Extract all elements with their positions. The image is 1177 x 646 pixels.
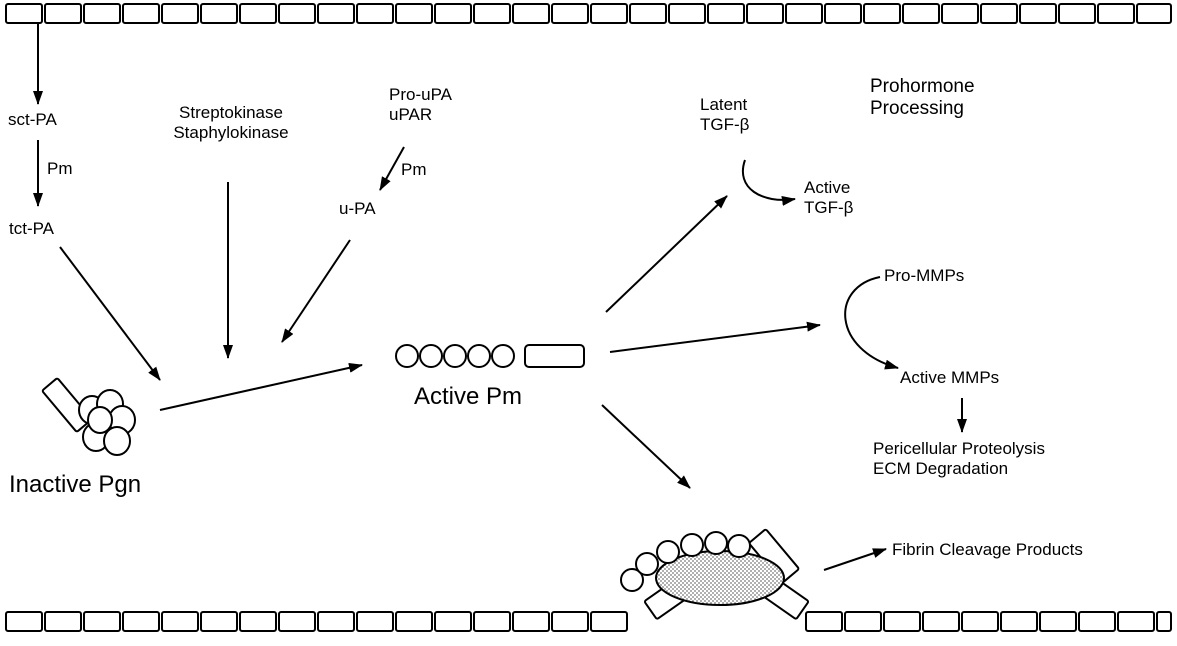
membrane-segment <box>318 4 354 23</box>
membrane-segment <box>396 4 432 23</box>
membrane-segment <box>1157 612 1171 631</box>
membrane-segment <box>435 4 471 23</box>
fibrin-products-label: Fibrin Cleavage Products <box>892 540 1083 560</box>
inactive-plasminogen-icon <box>42 378 135 455</box>
membrane-segment <box>357 612 393 631</box>
fibrin-clot-icon <box>621 529 809 619</box>
membrane-segment <box>1001 612 1037 631</box>
membrane-segment <box>864 4 900 23</box>
pro-mmps-label: Pro-MMPs <box>884 266 964 286</box>
membrane-segment <box>1118 612 1154 631</box>
active-pm-label: Active Pm <box>414 383 522 411</box>
membrane-segment <box>123 4 159 23</box>
membrane-segment <box>45 612 81 631</box>
membrane-segment <box>45 4 81 23</box>
membrane-segment <box>6 612 42 631</box>
membrane-segment <box>981 4 1017 23</box>
arrow-clot-to-fibrin-products <box>824 549 886 570</box>
staphylokinase-label: Staphylokinase <box>142 123 320 143</box>
membrane-segment <box>630 4 666 23</box>
membrane-segment <box>1098 4 1134 23</box>
u-pa-label: u-PA <box>339 199 376 219</box>
arrow-uPA-to-pgn <box>282 240 350 342</box>
membrane-segment <box>552 4 588 23</box>
proteolysis-label: Pericellular Proteolysis ECM Degradation <box>873 439 1045 478</box>
membrane-segment <box>786 4 822 23</box>
active-plasmin-icon <box>396 345 584 367</box>
membrane-segment <box>513 612 549 631</box>
latent-tgf-beta-text: TGF-β <box>700 115 749 135</box>
membrane-segment <box>884 612 920 631</box>
latent-tgf-label: Latent TGF-β <box>700 95 749 134</box>
latent-text: Latent <box>700 95 749 115</box>
pm-label-upa: Pm <box>401 160 427 180</box>
membrane-segment <box>903 4 939 23</box>
membrane-segment <box>845 612 881 631</box>
pro-upa-label: Pro-uPA uPAR <box>389 85 452 124</box>
membrane-segment <box>123 612 159 631</box>
membrane-segment <box>962 612 998 631</box>
active-text: Active <box>804 178 853 198</box>
prohormone-label: Prohormone Processing <box>870 76 975 120</box>
membrane-segment <box>825 4 861 23</box>
membrane-segment <box>240 612 276 631</box>
arrow-pro-to-active-mmps <box>845 277 898 368</box>
membrane-segment <box>396 612 432 631</box>
bottom-membrane-icon <box>6 612 1171 631</box>
membrane-segment <box>279 612 315 631</box>
membrane-segment <box>552 612 588 631</box>
arrow-tctpa-to-pgn <box>60 247 160 380</box>
pericellular-proteolysis-text: Pericellular Proteolysis <box>873 439 1045 459</box>
tct-pa-label: tct-PA <box>9 219 54 239</box>
inactive-pgn-label: Inactive Pgn <box>9 471 141 499</box>
membrane-segment <box>474 612 510 631</box>
upar-text: uPAR <box>389 105 452 125</box>
prohormone-text: Prohormone <box>870 76 975 98</box>
membrane-segment <box>708 4 744 23</box>
processing-text: Processing <box>870 98 975 120</box>
membrane-segment <box>1137 4 1171 23</box>
membrane-segment <box>435 612 471 631</box>
membrane-segment <box>513 4 549 23</box>
membrane-segment <box>1079 612 1115 631</box>
membrane-segment <box>1059 4 1095 23</box>
membrane-segment <box>201 4 237 23</box>
pro-upa-text: Pro-uPA <box>389 85 452 105</box>
arrow-pm-to-tgf <box>606 196 727 312</box>
membrane-segment <box>747 4 783 23</box>
arrow-pm-to-fibrin <box>602 405 690 488</box>
membrane-segment <box>357 4 393 23</box>
membrane-segment <box>279 4 315 23</box>
membrane-segment <box>923 612 959 631</box>
active-tgf-label: Active TGF-β <box>804 178 853 217</box>
membrane-segment <box>591 4 627 23</box>
membrane-segment <box>318 612 354 631</box>
active-mmps-label: Active MMPs <box>900 368 999 388</box>
top-membrane-icon <box>6 4 1171 23</box>
arrow-pm-to-mmps <box>610 325 820 352</box>
ecm-degradation-text: ECM Degradation <box>873 459 1045 479</box>
membrane-segment <box>806 612 842 631</box>
membrane-segment <box>591 612 627 631</box>
membrane-segment <box>1020 4 1056 23</box>
active-tgf-beta-text: TGF-β <box>804 198 853 218</box>
membrane-segment <box>201 612 237 631</box>
membrane-segment <box>162 4 198 23</box>
membrane-segment <box>474 4 510 23</box>
membrane-segment <box>84 612 120 631</box>
membrane-segment <box>162 612 198 631</box>
membrane-segment <box>6 4 42 23</box>
streptokinase-label: Streptokinase <box>142 103 320 123</box>
membrane-segment <box>84 4 120 23</box>
sct-pa-label: sct-PA <box>8 110 57 130</box>
arrow-latent-to-active-tgf <box>743 160 795 200</box>
membrane-segment <box>1040 612 1076 631</box>
membrane-segment <box>669 4 705 23</box>
activators-label: Streptokinase Staphylokinase <box>142 103 320 142</box>
pm-label-left: Pm <box>47 159 73 179</box>
arrow-pgn-to-pm <box>160 365 362 410</box>
membrane-segment <box>942 4 978 23</box>
membrane-segment <box>240 4 276 23</box>
